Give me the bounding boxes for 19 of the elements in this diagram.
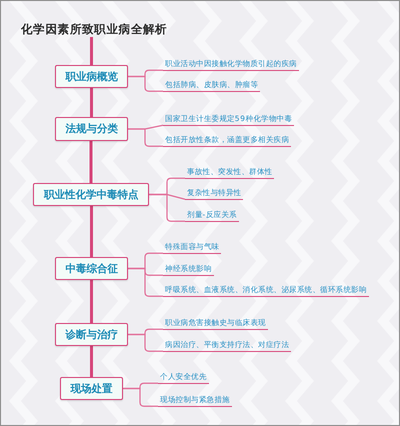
topic-box: 职业性化学中毒特点 bbox=[33, 183, 149, 206]
topic-box: 诊断与治疗 bbox=[55, 323, 128, 346]
topic-box: 职业病概览 bbox=[55, 65, 128, 88]
trunk-line bbox=[90, 37, 93, 65]
branch-line bbox=[128, 128, 163, 147]
topic-box: 现场处置 bbox=[60, 377, 123, 400]
branch-line bbox=[149, 194, 185, 222]
diagram-title: 化学因素所致职业病全解析 bbox=[21, 22, 168, 37]
topic-box: 法规与分类 bbox=[55, 117, 128, 141]
trunk-line bbox=[90, 206, 93, 257]
trunk-line bbox=[90, 141, 92, 183]
trunk-line bbox=[90, 280, 93, 323]
topic-box: 中毒综合征 bbox=[55, 257, 128, 280]
trunk-line bbox=[90, 88, 93, 117]
branch-line bbox=[128, 334, 163, 352]
branch-line bbox=[128, 76, 163, 92]
branch-line bbox=[123, 388, 158, 407]
branch-line bbox=[128, 268, 163, 297]
trunk-line bbox=[90, 346, 93, 377]
